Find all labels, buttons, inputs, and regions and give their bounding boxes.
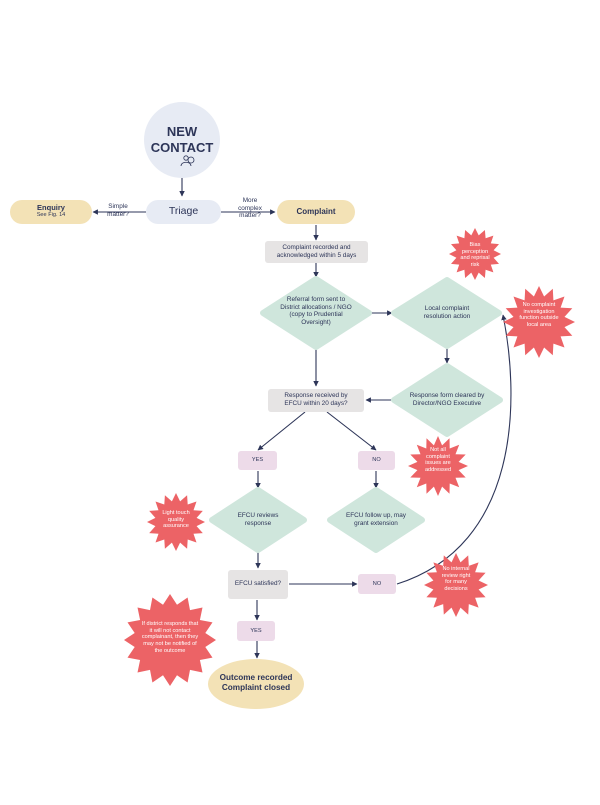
referral-node xyxy=(260,276,372,350)
district-risk-starburst xyxy=(124,594,216,686)
district-risk-label: If district responds that it will not co… xyxy=(141,621,199,654)
local-resolution-node xyxy=(391,277,502,349)
not-all-issues-risk-label: Not all complaint issues are addressed xyxy=(424,447,452,474)
bias-risk-starburst xyxy=(449,228,501,280)
new-contact-label: NEW CONTACT xyxy=(150,124,214,155)
no-investigation-risk-starburst xyxy=(503,286,575,358)
no-node-2 xyxy=(358,574,396,594)
enquiry-label: Enquiry See Fig. 14 xyxy=(36,203,66,218)
yes-label-2: YES xyxy=(250,628,262,634)
referral-label: Referral form sent to District allocatio… xyxy=(280,296,352,327)
no-review-risk-label: No internal review right for many decisi… xyxy=(441,566,471,593)
efcu-follow-up-node xyxy=(327,487,425,553)
efcu-satisfied-node xyxy=(228,570,288,599)
efcu-reviews-label: EFCU reviews response xyxy=(237,512,279,527)
efcu-follow-up-label: EFCU follow up, may grant extension xyxy=(345,512,407,527)
complaint-node xyxy=(277,200,355,224)
no-label-2: NO xyxy=(372,581,382,587)
bias-risk-label: Bias perception and reprisal risk xyxy=(460,242,490,269)
new-contact-node xyxy=(144,102,220,178)
triage-label: Triage xyxy=(168,205,199,217)
response-cleared-label: Response form cleared by Director/NGO Ex… xyxy=(409,392,485,407)
response-received-node xyxy=(268,389,364,412)
efcu-satisfied-label: EFCU satisfied? xyxy=(234,580,282,587)
yes-label-1: YES xyxy=(251,457,264,463)
person-icon xyxy=(180,155,195,167)
more-complex-label: More complex matter? xyxy=(238,197,262,220)
triage-node xyxy=(146,200,221,224)
no-review-risk-starburst xyxy=(424,553,488,617)
yes-node-2 xyxy=(237,621,275,641)
arrow-response-to-no xyxy=(326,411,377,451)
arrow-no-back-to-local xyxy=(396,314,512,585)
yes-node-1 xyxy=(238,451,277,470)
recorded-node xyxy=(265,241,368,263)
complaint-label: Complaint xyxy=(296,207,336,216)
no-investigation-risk-label: No complaint investigation function outs… xyxy=(519,302,559,329)
arrow-response-to-yes xyxy=(257,411,306,451)
no-node-1 xyxy=(358,451,395,470)
response-cleared-node xyxy=(391,363,503,437)
outcome-label: Outcome recorded Complaint closed xyxy=(219,673,293,692)
local-resolution-label: Local complaint resolution action xyxy=(423,305,471,320)
no-label-1: NO xyxy=(372,457,381,463)
enquiry-node xyxy=(10,200,92,224)
outcome-node xyxy=(208,659,304,709)
not-all-issues-risk-starburst xyxy=(408,436,468,496)
efcu-reviews-node xyxy=(209,487,307,553)
recorded-label: Complaint recorded and acknowledged with… xyxy=(276,244,357,259)
simple-matter-label: Simple matter? xyxy=(107,203,129,218)
light-touch-risk-starburst xyxy=(147,493,205,551)
response-received-label: Response received by EFCU within 20 days… xyxy=(284,392,348,407)
light-touch-risk-label: Light touch quality assurance xyxy=(162,510,190,530)
